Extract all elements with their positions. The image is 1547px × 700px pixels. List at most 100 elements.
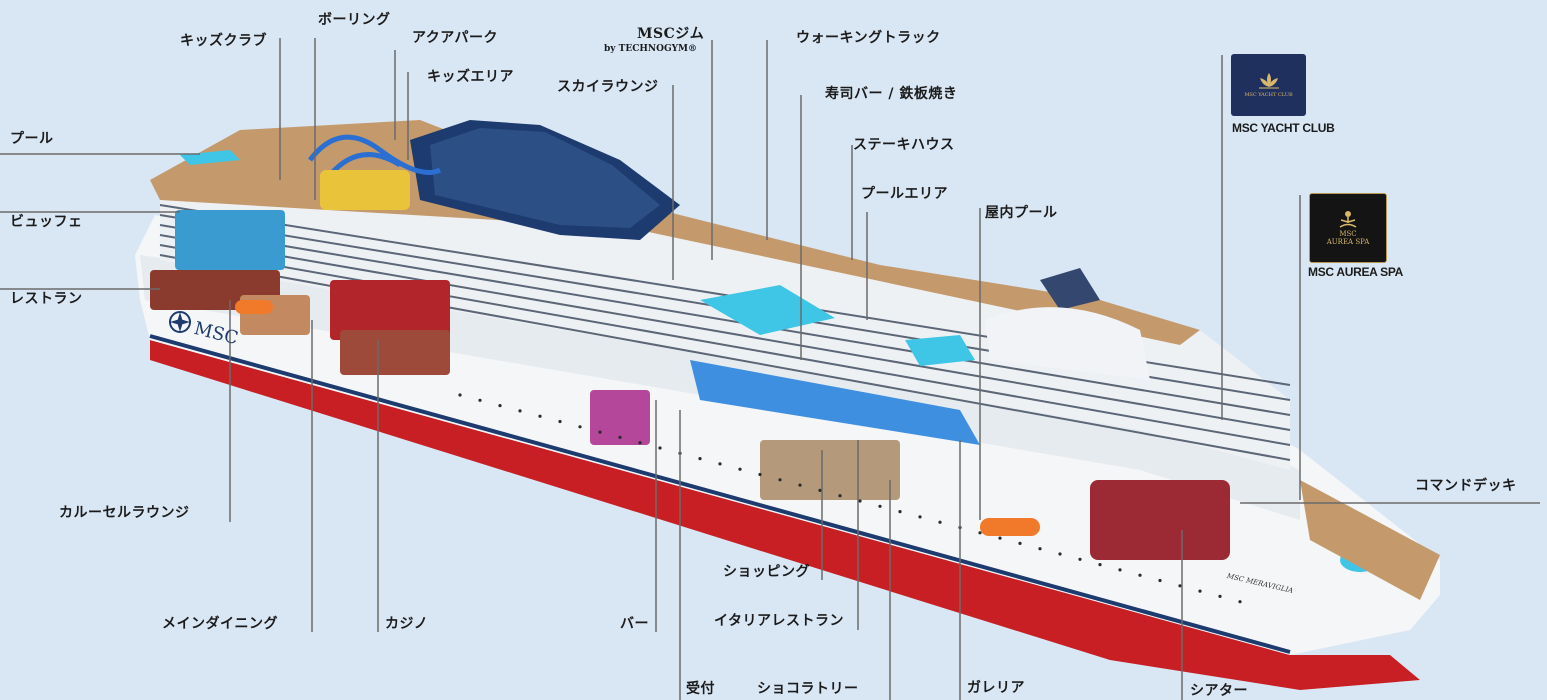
porthole	[1058, 552, 1062, 556]
top-deck	[150, 120, 1200, 345]
label-casino: カジノ	[385, 616, 429, 632]
funnel	[1040, 268, 1100, 310]
label-command-deck: コマンドデッキ	[1415, 478, 1517, 494]
balcony-row	[159, 244, 1291, 446]
superstructure	[160, 185, 1290, 470]
porthole	[598, 430, 602, 434]
casino-cutaway	[330, 280, 450, 340]
porthole	[1118, 568, 1122, 572]
porthole	[1178, 584, 1182, 588]
porthole	[858, 499, 862, 503]
porthole	[578, 425, 582, 429]
porthole	[778, 478, 782, 482]
msc-compass-logo-icon	[169, 311, 191, 333]
hull-stripe	[149, 334, 1291, 654]
balcony-row	[159, 224, 1291, 416]
porthole	[1018, 541, 1022, 546]
bow-deck	[1300, 480, 1440, 600]
label-aqua-park: アクアパーク	[412, 30, 499, 46]
label-kids-club: キッズクラブ	[180, 33, 267, 49]
water-slides	[308, 134, 442, 177]
aurea-spa-badge: MSC AUREA SPA	[1309, 193, 1387, 263]
lifeboat	[980, 518, 1040, 536]
porthole	[658, 446, 662, 450]
label-sushi-bar: 寿司バー / 鉄板焼き	[825, 86, 958, 102]
porthole	[1158, 578, 1162, 583]
porthole	[698, 457, 702, 461]
theater-cutaway	[1090, 480, 1230, 560]
label-italian-restaurant: イタリアレストラン	[714, 613, 844, 629]
porthole	[738, 467, 742, 471]
label-buffet: ビュッフェ	[10, 214, 83, 230]
porthole	[638, 441, 642, 445]
label-gym: MSCジム	[637, 26, 705, 42]
porthole	[558, 419, 562, 424]
yacht-club-dome	[985, 307, 1150, 380]
porthole	[838, 494, 842, 498]
label-galleria: ガレリア	[967, 680, 1025, 696]
porthole	[1038, 547, 1042, 551]
porthole	[878, 504, 882, 508]
porthole	[818, 488, 822, 492]
porthole	[758, 472, 762, 477]
porthole	[898, 510, 902, 514]
buffet-cutaway	[175, 210, 285, 270]
balcony-row	[159, 234, 1291, 431]
lifeboat	[235, 300, 273, 314]
label-walking-track: ウォーキングトラック	[796, 30, 941, 46]
lotus-icon	[1258, 73, 1279, 89]
cruise-ship	[135, 120, 1440, 690]
porthole	[1218, 594, 1222, 599]
label-gym-sub: by TECHNOGYM®	[604, 44, 698, 54]
porthole	[1098, 563, 1102, 567]
porthole	[938, 520, 942, 524]
label-pool: プール	[10, 131, 54, 147]
yacht-club-badge: MSC YACHT CLUB	[1231, 54, 1306, 116]
label-theater: シアター	[1190, 683, 1248, 699]
spa-badge-line1: MSC	[1339, 230, 1357, 238]
porthole	[718, 462, 722, 466]
porthole	[518, 409, 522, 413]
label-main-dining: メインダイニング	[162, 616, 278, 632]
label-chocolatory: ショコラトリー	[757, 681, 859, 697]
aft-pool	[905, 335, 975, 366]
label-shopping: ショッピング	[723, 564, 810, 580]
label-aurea-spa: MSC AUREA SPA	[1308, 265, 1403, 279]
leader-lines	[0, 38, 1540, 700]
porthole	[798, 483, 802, 487]
yacht-badge-text: MSC YACHT CLUB	[1244, 92, 1293, 98]
porthole	[978, 531, 982, 535]
spa-badge-line2: AUREA SPA	[1326, 238, 1370, 246]
label-restaurant: レストラン	[10, 291, 83, 307]
label-pool-area: プールエリア	[861, 186, 948, 202]
dome-glass	[430, 128, 660, 228]
label-sky-lounge: スカイラウンジ	[557, 79, 659, 95]
shopping-cutaway	[760, 440, 900, 500]
label-yacht-club: MSC YACHT CLUB	[1232, 121, 1335, 135]
porthole	[1198, 589, 1202, 593]
galleria-cutaway	[690, 360, 980, 445]
hull-red-bottom	[150, 340, 1420, 690]
label-steakhouse: ステーキハウス	[853, 137, 955, 153]
porthole	[458, 393, 462, 397]
label-bar: バー	[620, 616, 649, 632]
label-kids-area: キッズエリア	[427, 69, 514, 85]
porthole	[1078, 557, 1082, 561]
main-dining-cutaway	[340, 330, 450, 375]
aqua-park-area	[320, 170, 410, 210]
porthole	[918, 515, 922, 519]
meditation-figure-icon	[1339, 211, 1357, 228]
porthole	[538, 414, 542, 418]
porthole	[618, 435, 622, 439]
porthole	[478, 398, 482, 402]
label-carousel-lounge: カルーセルラウンジ	[59, 505, 190, 521]
label-reception: 受付	[686, 681, 715, 697]
porthole	[1238, 600, 1242, 604]
porthole	[498, 404, 502, 408]
porthole	[998, 536, 1002, 540]
portholes	[458, 393, 1242, 604]
label-indoor-pool: 屋内プール	[985, 205, 1058, 221]
label-bowling: ボーリング	[318, 12, 391, 28]
bar-cutaway	[590, 390, 650, 445]
